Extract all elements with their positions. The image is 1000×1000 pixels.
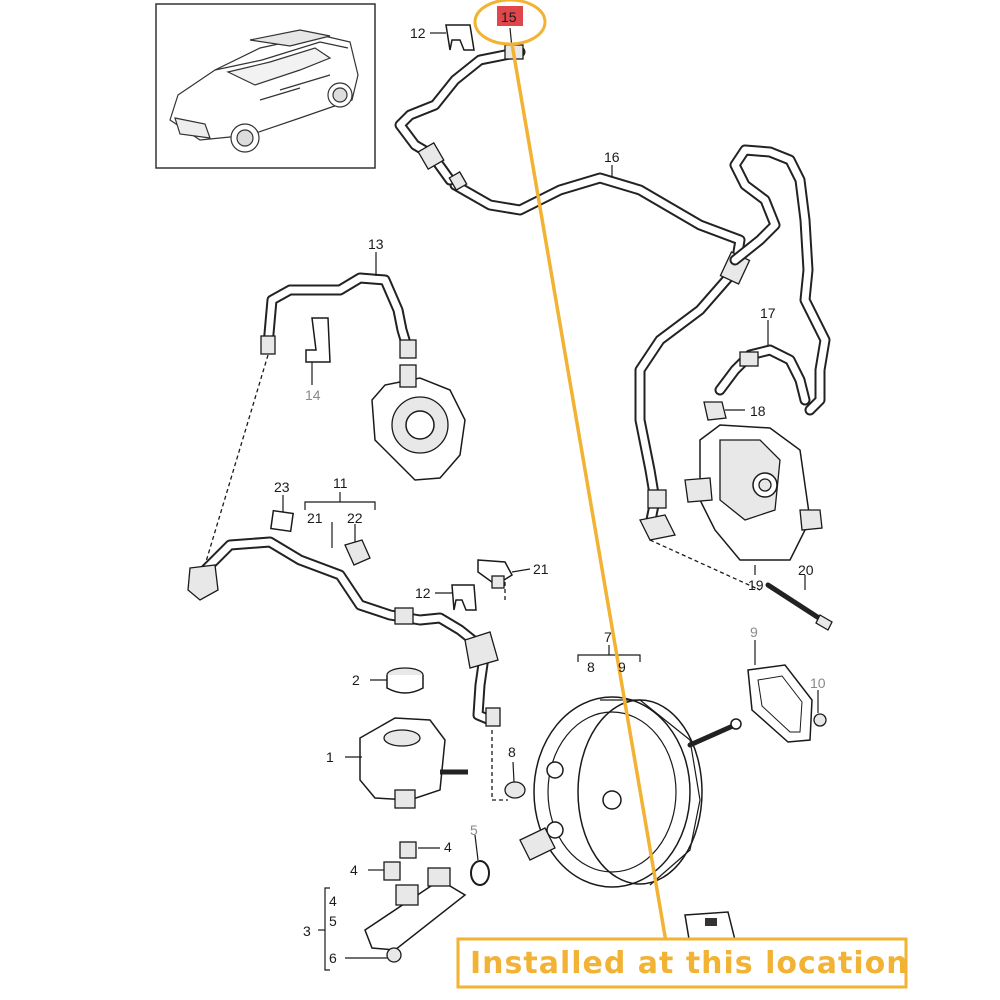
nut-10 (813, 713, 827, 727)
label-21-right: 21 (533, 561, 549, 577)
label-17: 17 (760, 305, 776, 321)
highlight-pointer (510, 43, 668, 943)
vacuum-pump-19 (684, 424, 823, 561)
vacuum-hose-13 (260, 272, 417, 359)
label-8-top: 8 (587, 659, 595, 675)
label-5-oring: 5 (470, 822, 478, 838)
engine-vacuum-pump (371, 364, 466, 481)
bracket-14 (305, 317, 331, 363)
label-19: 19 (748, 577, 764, 593)
location-callout: Installed at this location (456, 937, 909, 989)
part-15-badge (497, 6, 523, 26)
label-4-right: 4 (444, 839, 452, 855)
grommet-4-upper (399, 841, 417, 859)
label-9-top: 9 (618, 659, 626, 675)
label-2: 2 (352, 672, 360, 688)
grommet-4-lower (383, 861, 401, 881)
bolt-20 (765, 582, 833, 631)
label-15: 15 (501, 9, 517, 25)
highlight-ring (473, 0, 547, 46)
label-16: 16 (604, 149, 620, 165)
vacuum-hose-right (729, 144, 831, 416)
vacuum-hose-15 (394, 44, 526, 191)
label-10: 10 (810, 675, 826, 691)
label-20: 20 (798, 562, 814, 578)
hose-17 (714, 344, 811, 406)
hose-to-booster (464, 631, 501, 727)
reservoir-1 (359, 717, 468, 809)
label-12-upper: 12 (410, 25, 426, 41)
label-18: 18 (750, 403, 766, 419)
label-13: 13 (368, 236, 384, 252)
label-12-lower: 12 (415, 585, 431, 601)
label-7: 7 (604, 629, 612, 645)
label-22: 22 (347, 510, 363, 526)
label-8-seal: 8 (508, 744, 516, 760)
reservoir-cap-2 (386, 667, 424, 694)
vehicle-thumbnail (155, 3, 376, 169)
pressure-sensor-21 (477, 559, 513, 589)
clip-12-upper (445, 24, 475, 51)
label-21-left: 21 (307, 510, 323, 526)
label-11: 11 (333, 475, 348, 491)
callout-text: Installed at this location (470, 946, 909, 981)
label-23: 23 (274, 479, 290, 495)
group-brackets (304, 492, 641, 971)
seal-23 (269, 509, 295, 533)
master-cylinder-3 (364, 867, 467, 963)
label-3: 3 (303, 923, 311, 939)
grommet-22 (344, 539, 371, 566)
label-9-gasket: 9 (750, 624, 758, 640)
label-4-left: 4 (350, 862, 358, 878)
brake-booster-7 (519, 696, 742, 888)
clip-18 (703, 401, 727, 421)
seal-8 (504, 781, 526, 799)
gasket-9 (747, 664, 813, 743)
label-5-group: 5 (329, 913, 337, 929)
part-labels: 12 15 16 13 14 17 18 19 20 23 11 21 22 2… (274, 9, 826, 966)
clip-12-lower (451, 584, 477, 611)
label-4-group: 4 (329, 893, 337, 909)
o-ring-5 (470, 860, 490, 886)
guide-lines (204, 354, 761, 801)
label-6: 6 (329, 950, 337, 966)
highlight-annotation (473, 0, 668, 943)
vacuum-line-11 (187, 536, 491, 656)
label-1: 1 (326, 749, 334, 765)
label-14: 14 (305, 387, 321, 403)
